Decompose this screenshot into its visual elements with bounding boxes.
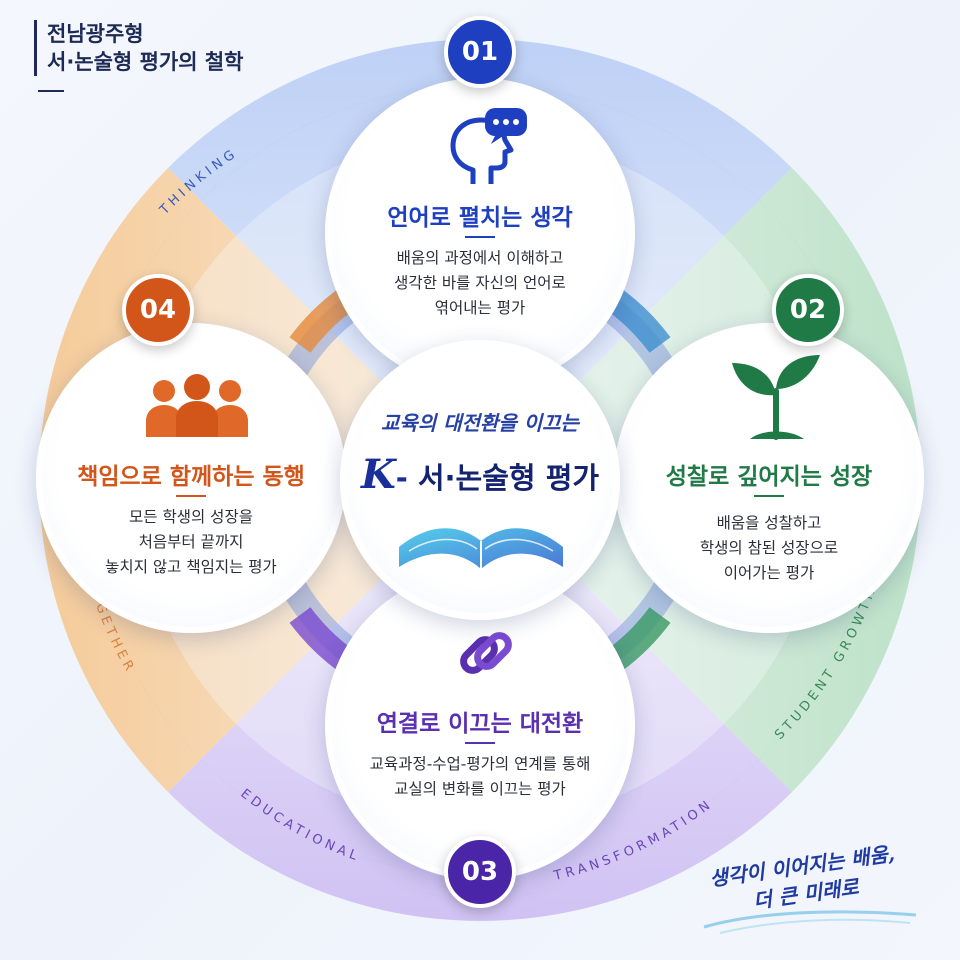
center-dash: - bbox=[395, 461, 408, 495]
section-desc-03-line2: 교실의 변화를 이끄는 평가 bbox=[394, 780, 566, 798]
sprout-icon bbox=[732, 355, 820, 440]
section-desc-02-line3: 이어가는 평가 bbox=[723, 564, 815, 582]
section-desc-02-line1: 배움을 성찰하고 bbox=[716, 514, 822, 532]
section-desc-01-line1: 배움의 과정에서 이해하고 bbox=[396, 249, 564, 267]
tagline-swoosh bbox=[703, 910, 917, 934]
section-title-04: 책임으로 함께하는 동행 bbox=[77, 464, 305, 490]
chain-link-icon bbox=[460, 632, 512, 674]
section-desc-03-line1: 교육과정-수업-평가의 연계를 통해 bbox=[369, 755, 591, 773]
section-badge-03: 03 bbox=[444, 836, 516, 908]
open-book-icon bbox=[399, 528, 563, 569]
center-circle: 교육의 대전환을 이끄는 K- 서·논술형 평가 bbox=[340, 340, 620, 620]
head-speech-bubble-icon bbox=[450, 108, 527, 184]
center-title-text: 서·논술형 평가 bbox=[417, 461, 600, 495]
center-subtitle: 교육의 대전환을 이끄는 bbox=[381, 411, 579, 435]
section-circle-04: 책임으로 함께하는 동행 모든 학생의 성장을 처음부터 끝까지 놓치지 않고 … bbox=[36, 323, 346, 633]
section-divider-03 bbox=[465, 742, 495, 744]
section-title-03: 연결로 이끄는 대전환 bbox=[376, 711, 584, 737]
section-badge-04: 04 bbox=[122, 274, 194, 346]
page-title-line2: 서·논술형 평가의 철학 bbox=[47, 50, 244, 74]
section-desc-01-line3: 엮어내는 평가 bbox=[434, 299, 526, 317]
section-circle-01: 언어로 펼치는 생각 배움의 과정에서 이해하고 생각한 바를 자신의 언어로 … bbox=[325, 78, 635, 388]
section-divider-04 bbox=[176, 495, 206, 497]
people-group-icon bbox=[146, 374, 248, 437]
section-desc-02-line2: 학생의 참된 성장으로 bbox=[699, 539, 839, 557]
section-title-01: 언어로 펼치는 생각 bbox=[387, 205, 573, 231]
section-divider-02 bbox=[754, 495, 784, 497]
page-title: 전남광주형 서·논술형 평가의 철학 bbox=[34, 20, 243, 76]
title-divider bbox=[38, 90, 64, 92]
section-desc-01-line2: 생각한 바를 자신의 언어로 bbox=[394, 274, 566, 292]
section-desc-04-line3: 놓치지 않고 책임지는 평가 bbox=[105, 558, 277, 576]
section-desc-04: 모든 학생의 성장을 처음부터 끝까지 놓치지 않고 책임지는 평가 bbox=[42, 505, 340, 580]
section-divider-01 bbox=[465, 236, 495, 238]
section-circle-03: 연결로 이끄는 대전환 교육과정-수업-평가의 연계를 통해 교실의 변화를 이… bbox=[325, 570, 635, 880]
section-desc-04-line2: 처음부터 끝까지 bbox=[138, 533, 244, 551]
page-title-line1: 전남광주형 bbox=[47, 22, 144, 46]
section-title-02: 성찰로 깊어지는 성장 bbox=[665, 464, 873, 490]
section-desc-02: 배움을 성찰하고 학생의 참된 성장으로 이어가는 평가 bbox=[620, 511, 918, 586]
center-title: K- 서·논술형 평가 bbox=[347, 451, 613, 498]
section-desc-04-line1: 모든 학생의 성장을 bbox=[129, 508, 253, 526]
section-badge-01: 01 bbox=[444, 16, 516, 88]
section-circle-02: 성찰로 깊어지는 성장 배움을 성찰하고 학생의 참된 성장으로 이어가는 평가 bbox=[614, 323, 924, 633]
section-desc-03: 교육과정-수업-평가의 연계를 통해 교실의 변화를 이끄는 평가 bbox=[331, 752, 629, 802]
section-desc-01: 배움의 과정에서 이해하고 생각한 바를 자신의 언어로 엮어내는 평가 bbox=[331, 246, 629, 321]
center-k-letter: K bbox=[360, 451, 396, 498]
section-badge-02: 02 bbox=[772, 274, 844, 346]
